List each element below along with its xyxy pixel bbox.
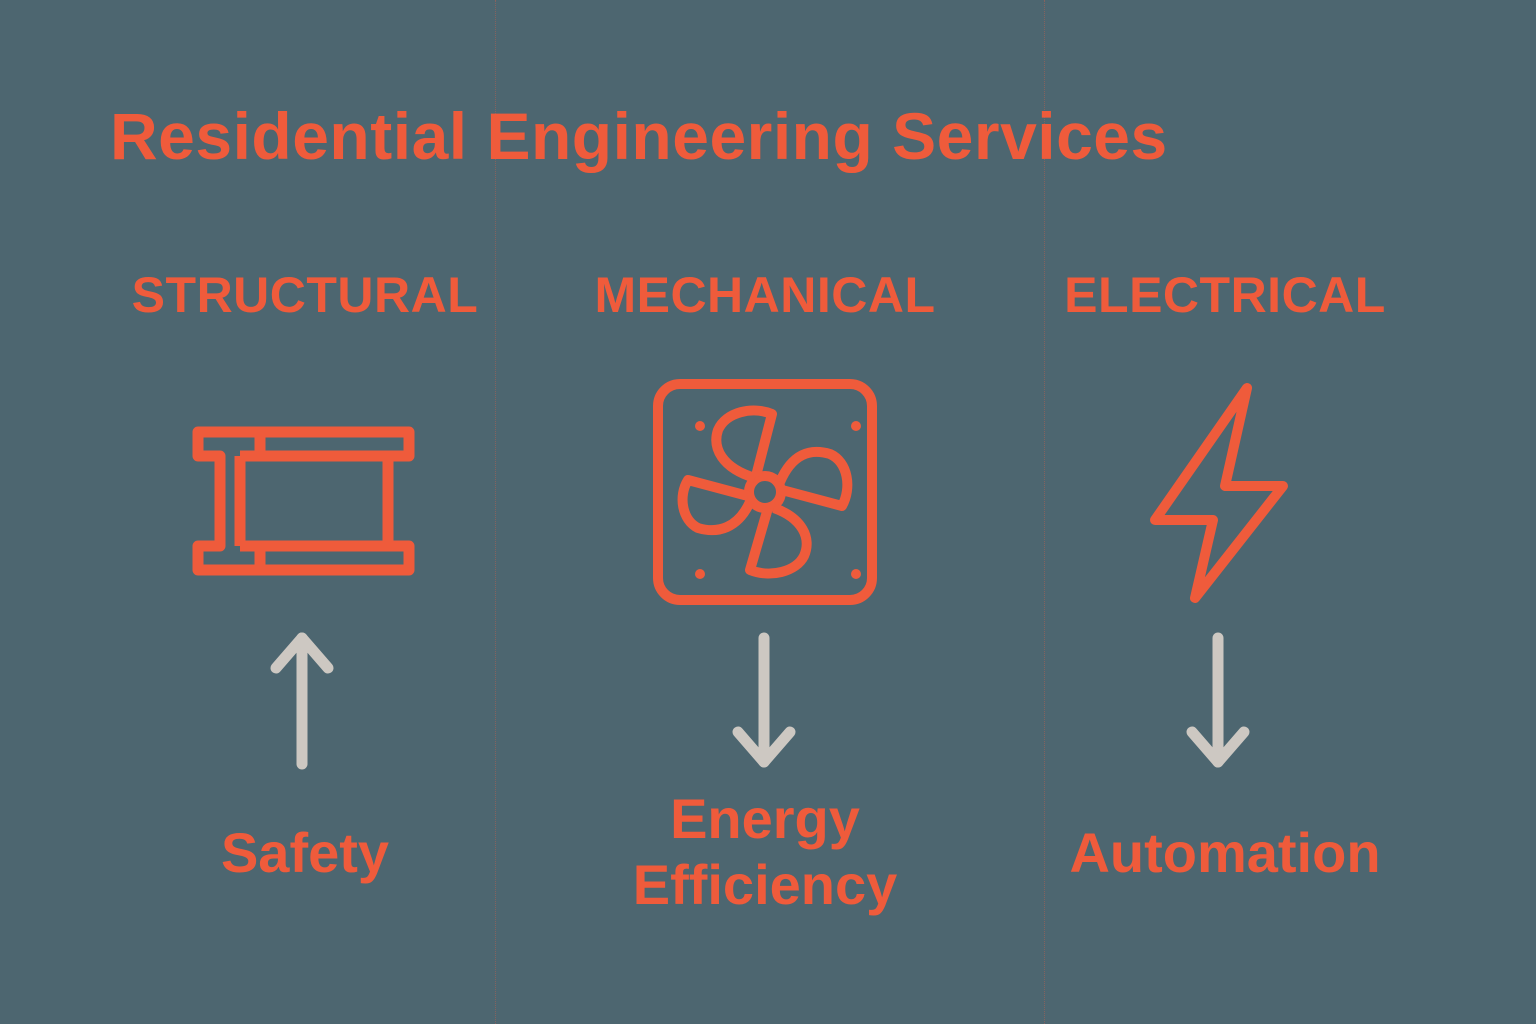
safety-label: Safety bbox=[220, 821, 390, 884]
arrow-up-icon bbox=[270, 632, 334, 770]
electrical-column: ELECTRICAL Automation bbox=[1020, 0, 1430, 1024]
fan-icon bbox=[653, 379, 877, 605]
lightning-bolt-icon bbox=[1150, 383, 1288, 603]
column-divider bbox=[495, 0, 496, 1024]
i-beam-icon bbox=[192, 426, 415, 576]
arrow-down-icon bbox=[1186, 632, 1250, 768]
mechanical-column: MECHANICAL Energy Efficiency bbox=[560, 0, 970, 1024]
structural-heading: STRUCTURAL bbox=[131, 267, 479, 323]
mechanical-heading: MECHANICAL bbox=[594, 267, 936, 323]
automation-label: Automation bbox=[1069, 821, 1381, 884]
structural-column: STRUCTURAL Safety bbox=[100, 0, 510, 1024]
arrow-down-icon bbox=[732, 632, 796, 768]
electrical-heading: ELECTRICAL bbox=[1064, 267, 1386, 323]
page-title: Residential Engineering Services bbox=[110, 99, 1168, 173]
energy-efficiency-label: Energy Efficiency bbox=[632, 787, 898, 916]
column-divider bbox=[1044, 0, 1045, 1024]
